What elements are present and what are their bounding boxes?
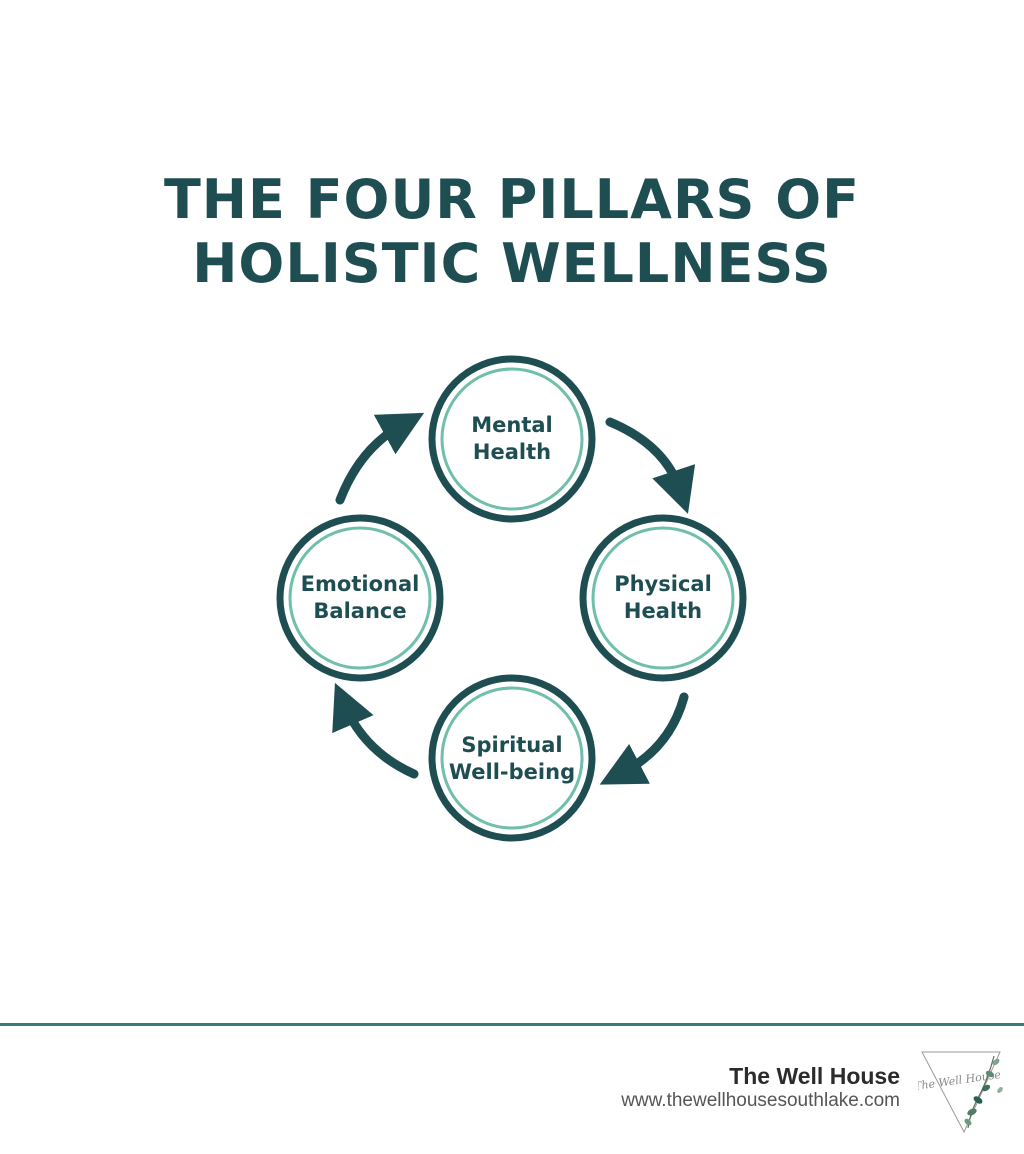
cycle-arrow-icon — [605, 417, 696, 514]
pillar-label-line-2: Health — [623, 599, 703, 623]
cycle-arrow-icon — [332, 682, 419, 779]
pillar-label-line-1: Physical — [614, 572, 712, 596]
pillar-label-line-1: Emotional — [300, 572, 420, 596]
cycle-arrow-icon — [335, 412, 425, 505]
pillar-node-emotional-balance — [276, 514, 444, 682]
pillar-label-line-1: Mental — [471, 413, 553, 437]
pillar-label-physical-health: Physical Health — [593, 571, 733, 625]
footer-divider — [0, 1023, 1024, 1026]
pillar-label-line-1: Spiritual — [461, 733, 563, 757]
pillar-label-mental-health: Mental Health — [442, 412, 582, 466]
brand-logo: The Well House — [918, 1051, 1003, 1134]
pillar-node-mental-health — [428, 355, 596, 523]
title-line-1: THE FOUR PILLARS OF — [163, 168, 861, 231]
pillar-label-line-2: Balance — [313, 599, 407, 623]
cycle-arrow-icon — [599, 692, 689, 785]
pillar-label-line-2: Health — [472, 440, 552, 464]
pillar-node-spiritual-well-being — [428, 674, 596, 842]
title-line-2: HOLISTIC WELLNESS — [192, 232, 832, 295]
leaf-icon — [964, 1055, 1003, 1129]
brand-url[interactable]: www.thewellhousesouthlake.com — [621, 1090, 900, 1111]
pillar-label-line-2: Well-being — [448, 760, 576, 784]
pillars-cycle-diagram — [276, 355, 747, 842]
pillar-node-physical-health — [579, 514, 747, 682]
pillar-label-spiritual-well-being: Spiritual Well-being — [442, 732, 582, 786]
page-title: THE FOUR PILLARS OF HOLISTIC WELLNESS — [0, 168, 1024, 296]
pillar-label-emotional-balance: Emotional Balance — [290, 571, 430, 625]
brand-name: The Well House — [729, 1063, 900, 1089]
